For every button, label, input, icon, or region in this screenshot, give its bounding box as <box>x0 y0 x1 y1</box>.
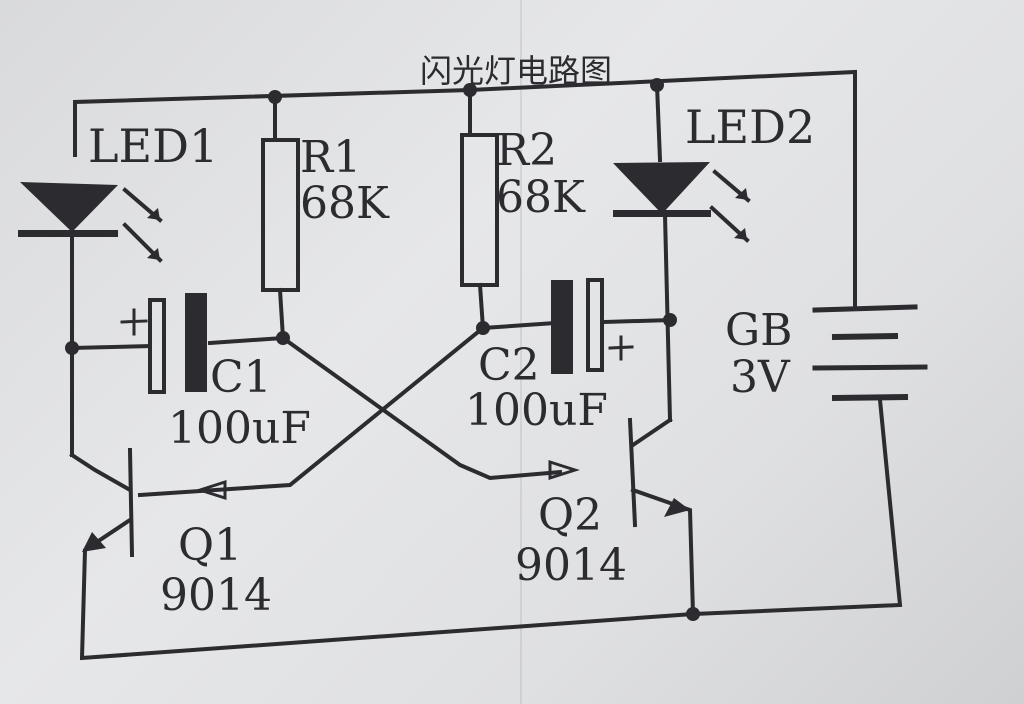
cross-wire-2 <box>137 325 486 498</box>
q1-collector-wire <box>69 452 133 493</box>
r2-value: 68K <box>496 172 586 223</box>
junction-c2-right <box>663 313 677 327</box>
c2-label: C2 <box>478 340 540 391</box>
q1-label: Q1 <box>178 520 242 571</box>
q2-base-bar <box>627 417 638 528</box>
led2-bar <box>613 210 711 217</box>
q2-value: 9014 <box>515 540 627 591</box>
c1-plate-negative <box>185 293 207 392</box>
r1-bottom-wire <box>277 287 286 341</box>
battery-plate-4 <box>831 393 909 402</box>
r1-body <box>261 138 300 292</box>
q1-emitter-arrow <box>82 532 106 552</box>
led2-top-wire <box>654 82 663 163</box>
junction-top-led2 <box>650 78 664 92</box>
c2-left-wire <box>480 320 558 331</box>
battery-plate-3 <box>812 364 928 371</box>
led1-label: LED1 <box>88 119 218 173</box>
junction-top-r1 <box>268 90 282 104</box>
junction-ground <box>686 607 700 621</box>
q2-base-arrow <box>548 459 580 481</box>
c2-plate-negative <box>551 280 573 374</box>
paper-fold <box>520 0 522 704</box>
led2-label: LED2 <box>685 100 815 154</box>
r1-label: R1 <box>300 132 361 183</box>
battery-plate-2 <box>831 332 899 341</box>
c1-label: C1 <box>210 352 272 403</box>
junction-c1-right <box>276 331 290 345</box>
led1-bar <box>18 230 118 237</box>
junction-c2-left <box>476 321 490 335</box>
c2-plate-positive <box>586 278 604 372</box>
r2-label: R2 <box>496 125 557 176</box>
led2-triangle <box>613 162 710 214</box>
r2-body <box>460 133 499 287</box>
battery-value: 3V <box>730 352 791 403</box>
junction-top-r2 <box>463 83 477 97</box>
q1-base-bar <box>127 447 135 558</box>
q1-emitter <box>79 517 696 661</box>
led1-triangle <box>20 182 118 232</box>
q2-collector <box>630 417 673 448</box>
cross-wire-1 <box>280 335 563 481</box>
c1-plate-positive <box>148 298 166 394</box>
battery-plate-1 <box>812 304 918 313</box>
q1-value: 9014 <box>160 570 272 621</box>
junction-c1-left <box>65 341 79 355</box>
battery-label: GB <box>725 305 792 356</box>
c2-right-wire <box>602 317 673 325</box>
c1-value: 100uF <box>168 403 311 454</box>
q1-base-arrow <box>195 479 227 501</box>
q2-label: Q2 <box>538 490 602 541</box>
r1-value: 68K <box>300 178 390 229</box>
r2-bottom-wire <box>477 282 486 331</box>
c2-value: 100uF <box>465 385 608 436</box>
c1-right-wire <box>207 335 286 346</box>
c1-left-wire <box>69 343 153 351</box>
battery-bottom-wire <box>690 397 903 617</box>
diagram-title: 闪光灯电路图 <box>420 52 612 90</box>
q2-emitter-arrow <box>664 498 690 517</box>
